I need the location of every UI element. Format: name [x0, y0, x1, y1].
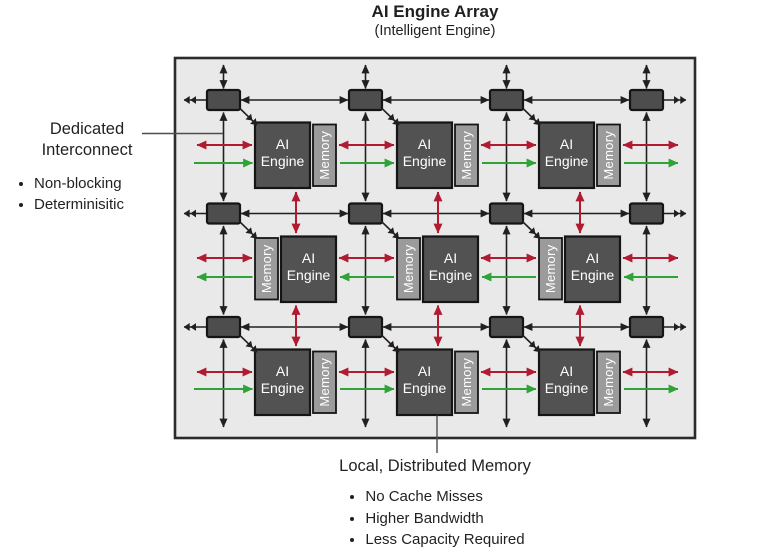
interconnect-switch: [347, 202, 384, 225]
bullet-no-cache-misses: No Cache Misses: [365, 486, 524, 508]
memory-box: [454, 350, 479, 414]
interconnect-switch: [488, 202, 525, 225]
interconnect-switch: [205, 315, 242, 339]
memory-label: Memory: [317, 358, 332, 407]
memory-label: Memory: [317, 131, 332, 180]
page-title: AI Engine Array: [371, 2, 499, 21]
bullet-non-blocking: Non-blocking: [34, 173, 162, 194]
interconnect-switch: [488, 88, 525, 112]
memory-label: Memory: [601, 358, 616, 407]
dedicated-interconnect-bullets: Non-blocking Determinisitic: [12, 173, 162, 215]
bullet-deterministic: Determinisitic: [34, 194, 162, 215]
ai-engine-label: AI: [560, 363, 573, 379]
memory-label: Memory: [259, 244, 274, 293]
interconnect-switch: [347, 88, 384, 112]
title-block: AI Engine Array (Intelligent Engine): [285, 2, 585, 40]
memory-box: [538, 237, 563, 301]
ai-engine-box: [537, 121, 596, 190]
memory-box: [254, 237, 279, 301]
interconnect-switch: [628, 315, 665, 339]
red-dataflow-horizontal-arrows: [196, 140, 679, 377]
ai-engine-label: Engine: [261, 153, 305, 169]
interconnect-switches: [205, 88, 665, 339]
interconnect-switch: [205, 88, 242, 112]
bullet-higher-bandwidth: Higher Bandwidth: [365, 508, 524, 530]
ai-engine-box: [253, 121, 312, 190]
ai-engine-label: Engine: [261, 380, 305, 396]
memory-box: [396, 237, 421, 301]
ai-engine-tile: Memory AI Engine: [538, 235, 622, 304]
memory-label: Memory: [401, 244, 416, 293]
memory-box: [312, 350, 337, 414]
interconnect-switch: [488, 315, 525, 339]
ai-engine-label: AI: [586, 250, 599, 266]
bullet-less-capacity: Less Capacity Required: [365, 529, 524, 551]
ai-engine-label: Engine: [545, 380, 589, 396]
ai-engine-box: [563, 235, 622, 304]
ai-engine-box: [279, 235, 338, 304]
memory-label: Memory: [543, 244, 558, 293]
ai-engine-label: Engine: [545, 153, 589, 169]
memory-label: Memory: [459, 358, 474, 407]
ai-engine-box: [395, 121, 454, 190]
memory-box: [596, 350, 621, 414]
page-subtitle: (Intelligent Engine): [374, 23, 496, 39]
ai-engine-tile: AI Engine Memory: [537, 121, 621, 190]
interconnect-switch: [347, 315, 384, 339]
memory-box: [596, 123, 621, 187]
ai-engine-tile: AI Engine Memory: [253, 348, 337, 417]
ai-engine-tile: AI Engine Memory: [537, 348, 621, 417]
interconnect-switch: [205, 202, 242, 225]
ai-engine-tile: Memory AI Engine: [396, 235, 480, 304]
ai-engine-label: AI: [276, 136, 289, 152]
switch-to-tile-arrows: [238, 107, 541, 353]
ai-engine-box: [253, 348, 312, 417]
ai-engine-tile: AI Engine Memory: [253, 121, 337, 190]
red-dataflow-vertical-arrows: [291, 191, 585, 347]
memory-label: Memory: [459, 131, 474, 180]
interconnect-switch: [628, 202, 665, 225]
ai-engine-label: Engine: [571, 267, 615, 283]
ai-engine-tile: AI Engine Memory: [395, 348, 479, 417]
ai-engine-label: AI: [418, 363, 431, 379]
memory-label: Memory: [601, 131, 616, 180]
dedicated-interconnect-label: Dedicated Interconnect: [41, 120, 133, 159]
memory-box: [312, 123, 337, 187]
ai-engine-tile: Memory AI Engine: [254, 235, 338, 304]
ai-engine-label: AI: [302, 250, 315, 266]
dedicated-interconnect-callout: Dedicated Interconnect Non-blocking Dete…: [12, 119, 162, 215]
ai-engine-label: AI: [560, 136, 573, 152]
interconnect-vertical-arrows: [219, 64, 651, 428]
local-memory-label: Local, Distributed Memory: [339, 457, 531, 475]
ai-engine-label: Engine: [403, 380, 447, 396]
ai-engine-box: [421, 235, 480, 304]
ai-engine-box: [395, 348, 454, 417]
ai-engine-label: AI: [276, 363, 289, 379]
ai-engine-label: AI: [444, 250, 457, 266]
ai-engine-label: AI: [418, 136, 431, 152]
memory-box: [454, 123, 479, 187]
ai-engine-box: [537, 348, 596, 417]
ai-engine-label: Engine: [403, 153, 447, 169]
ai-engine-tile: AI Engine Memory: [395, 121, 479, 190]
local-memory-callout: Local, Distributed Memory No Cache Misse…: [285, 456, 585, 551]
ai-engine-label: Engine: [429, 267, 473, 283]
green-dataflow-horizontal-arrows: [194, 158, 679, 394]
local-memory-bullets: No Cache Misses Higher Bandwidth Less Ca…: [345, 486, 524, 551]
ai-engine-label: Engine: [287, 267, 331, 283]
interconnect-switch: [628, 88, 665, 112]
